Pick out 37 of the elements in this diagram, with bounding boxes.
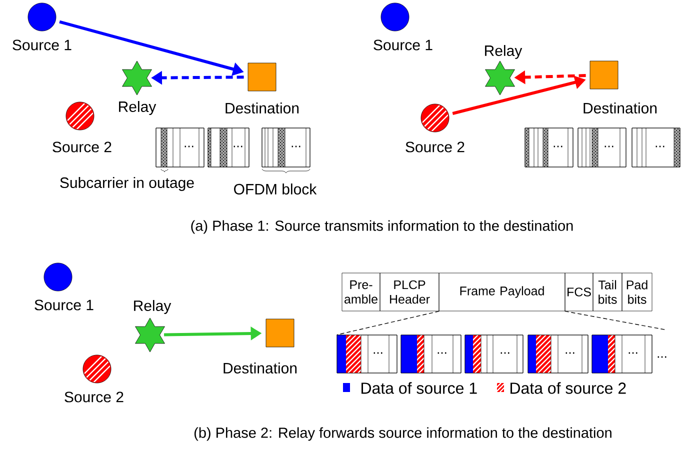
legend-label: Data of source 1 [362,382,477,394]
node-label: Source 2 [64,392,124,402]
legend-label: Data of source 2 [510,382,626,394]
node-label: Destination [224,362,297,374]
node-label: Source 2 [52,142,112,152]
caption: (a) Phase 1: Source transmits information to the destination [191,220,573,234]
zoom-line [336,310,440,336]
zoom-line [564,310,668,330]
node-label: Source 1 [374,40,432,50]
node-label: Source 2 [406,142,464,152]
relay-star: Relay [485,45,522,96]
frame-field: FCS [564,272,594,312]
node-label: Relay [485,45,522,59]
node-label: Source 1 [34,300,94,310]
caption: (b) Phase 2: Relay forwards source information to the destination [194,427,612,441]
ofdm-block: ... [592,334,652,374]
frame-field: Pad bits [622,272,652,312]
node-label: Relay [134,300,172,314]
relay-star: Relay [119,60,156,115]
relay-star: Relay [134,300,172,352]
ofdm-block: ... [400,334,462,374]
ofdm-block: ... [336,334,398,374]
node-label: Destination [584,102,657,114]
frame-field: Frame Payload [438,272,566,312]
frame-field: Pre-amble [342,272,380,312]
ofdm-block: ... [464,334,524,374]
destination-square: Destination [224,318,297,374]
node-label: Relay [119,101,156,115]
destination-square: Destination [226,62,299,114]
node-label: Destination [226,102,299,114]
frame-field: PLCP Header [380,272,440,312]
frame-field: Tail bits [592,272,622,312]
ofdm-block: ... [528,334,588,374]
annotation-label: Subcarrier in outage [60,177,194,191]
annotation-label: OFDM block [234,184,317,194]
node-label: Source 1 [12,40,72,50]
destination-square: Destination [584,60,657,114]
